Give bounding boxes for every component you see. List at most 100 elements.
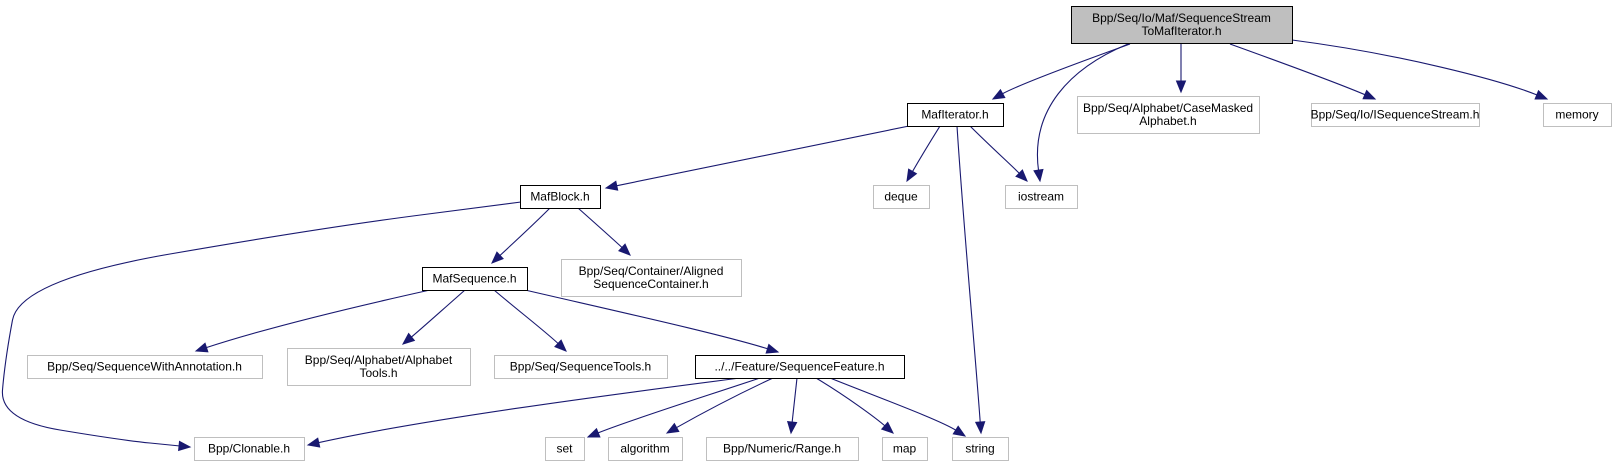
node-label: memory (1555, 108, 1598, 122)
edge-seqfeature-to-range (786, 377, 798, 435)
node-range: Bpp/Numeric/Range.h (706, 437, 859, 461)
node-mafblock[interactable]: MafBlock.h (520, 185, 601, 209)
node-box (494, 355, 668, 379)
edge-line (1001, 43, 1131, 95)
node-box (706, 437, 859, 461)
edge-mafblock-to-alignedcontainer (577, 207, 631, 256)
edge-mafiterator-to-deque (906, 125, 941, 183)
node-sequencetools: Bpp/Seq/SequenceTools.h (494, 355, 668, 379)
edge-seqfeature-to-set (586, 377, 761, 438)
edge-seqfeature-to-clonable (306, 377, 741, 448)
node-label: algorithm (620, 442, 669, 456)
arrow-head-icon (1033, 168, 1044, 183)
edge-line (205, 289, 431, 349)
edge-mafsequence-to-sequencetools (493, 289, 567, 352)
node-label: iostream (1018, 190, 1064, 204)
arrow-head-icon (765, 343, 780, 354)
arrow-head-icon (194, 342, 209, 353)
node-label: Bpp/Seq/SequenceWithAnnotation.h (47, 360, 242, 374)
node-root[interactable]: Bpp/Seq/Io/Maf/SequenceStreamToMafIterat… (1071, 6, 1293, 44)
node-clonable: Bpp/Clonable.h (194, 437, 305, 461)
arrow-head-icon (1175, 80, 1187, 94)
arrow-head-icon (1362, 89, 1377, 100)
node-label: Bpp/Seq/SequenceTools.h (510, 360, 651, 374)
edge-mafiterator-to-iostream (969, 125, 1028, 182)
edges-layer (1, 39, 1549, 452)
node-string: string (952, 437, 1009, 461)
node-label: deque (884, 190, 918, 204)
node-seqwithannot: Bpp/Seq/SequenceWithAnnotation.h (27, 355, 263, 379)
edge-line (493, 289, 560, 345)
node-label: MafBlock.h (530, 190, 589, 204)
arrow-head-icon (554, 339, 567, 352)
arrow-head-icon (604, 180, 619, 191)
node-mafiterator[interactable]: MafIterator.h (907, 103, 1004, 127)
edge-root-to-mafiterator (991, 43, 1131, 100)
edge-root-to-iostream (1033, 43, 1129, 183)
node-box (1311, 103, 1480, 127)
node-mafsequence[interactable]: MafSequence.h (422, 267, 528, 291)
node-set: set (545, 437, 585, 461)
arrow-head-icon (401, 332, 416, 345)
node-label: Bpp/Seq/Alphabet/CaseMasked (1083, 101, 1253, 115)
edge-line (410, 289, 466, 339)
node-map: map (882, 437, 928, 461)
edge-line (577, 207, 624, 249)
arrow-head-icon (991, 88, 1006, 100)
node-label: string (965, 442, 994, 456)
node-label: Bpp/Seq/Io/Maf/SequenceStream (1092, 11, 1271, 25)
edge-mafsequence-to-seqfeature (524, 289, 780, 354)
node-box (520, 185, 601, 209)
edge-line (597, 377, 761, 434)
edge-line (815, 377, 886, 427)
node-label: MafSequence.h (432, 272, 516, 286)
edge-line (1229, 43, 1367, 96)
edge-line (524, 289, 769, 350)
edge-line (911, 125, 941, 173)
node-label: ../../Feature/SequenceFeature.h (714, 360, 884, 374)
arrow-head-icon (786, 421, 798, 435)
node-box (545, 437, 585, 461)
node-box (1543, 103, 1612, 127)
node-box (287, 348, 471, 386)
node-label: Bpp/Seq/Alphabet/Alphabet (305, 353, 453, 367)
arrow-head-icon (618, 243, 631, 256)
node-seqfeature[interactable]: ../../Feature/SequenceFeature.h (695, 355, 905, 379)
node-alignedcontainer: Bpp/Seq/Container/AlignedSequenceContain… (561, 259, 742, 297)
node-label: Bpp/Seq/Container/Aligned (579, 264, 724, 278)
node-box (194, 437, 305, 461)
edge-root-to-memory (1291, 39, 1549, 100)
edge-line (1, 201, 522, 447)
arrow-head-icon (665, 422, 680, 434)
edge-mafsequence-to-alphabettools (401, 289, 466, 345)
node-label: Bpp/Numeric/Range.h (723, 442, 841, 456)
arrow-head-icon (491, 251, 504, 264)
edge-mafblock-to-clonable (1, 201, 522, 452)
node-iostream: iostream (1005, 185, 1078, 209)
node-label: Alphabet.h (1139, 114, 1196, 128)
edge-line (317, 377, 741, 444)
node-label: ToMafIterator.h (1141, 24, 1221, 38)
edge-root-to-isequencestream (1229, 43, 1377, 100)
node-label: Bpp/Clonable.h (208, 442, 290, 456)
arrow-head-icon (974, 421, 986, 435)
node-box (873, 185, 930, 209)
node-label: Tools.h (359, 366, 397, 380)
edge-root-to-casemasked (1175, 44, 1187, 94)
arrow-head-icon (1534, 89, 1549, 100)
node-label: map (893, 442, 917, 456)
arrow-head-icon (1015, 169, 1028, 182)
edge-mafiterator-to-string (956, 125, 986, 435)
node-box (1071, 6, 1293, 44)
nodes-layer: Bpp/Seq/Io/Maf/SequenceStreamToMafIterat… (27, 6, 1612, 461)
edge-line (1036, 43, 1129, 172)
node-box (695, 355, 905, 379)
edge-line (956, 125, 981, 424)
node-box (1005, 185, 1078, 209)
arrow-head-icon (952, 425, 967, 437)
edge-seqfeature-to-algorithm (665, 377, 774, 434)
node-box (882, 437, 928, 461)
